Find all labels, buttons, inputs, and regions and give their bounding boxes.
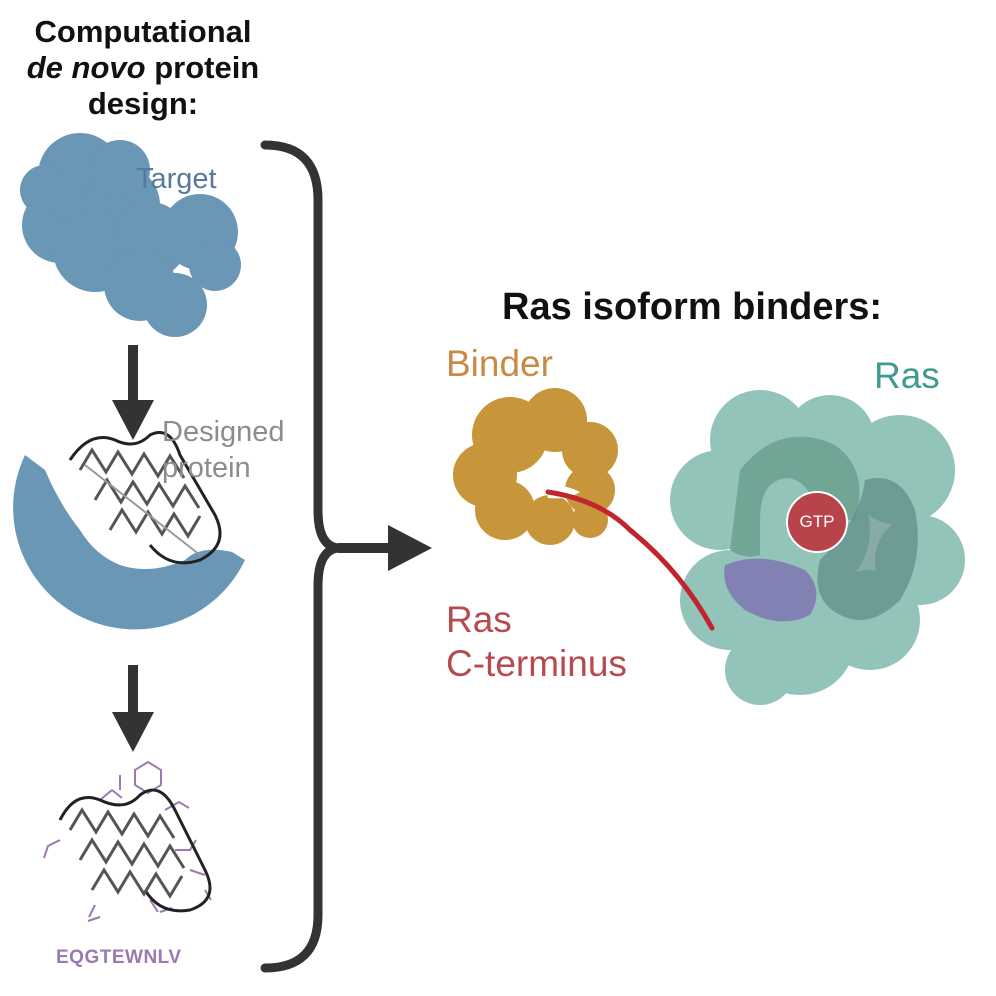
left-panel-title: Computational de novo protein design: bbox=[18, 14, 268, 122]
title-line-2-emphasis: de novo bbox=[26, 50, 146, 85]
target-label: Target bbox=[136, 163, 217, 195]
cterminus-line-1: Ras bbox=[446, 599, 512, 640]
title-line-3: design: bbox=[87, 86, 199, 121]
ras-cterminus-line bbox=[545, 489, 715, 631]
sequence-label: EQGTEWNLV bbox=[56, 947, 182, 968]
designed-protein-label: Designed protein bbox=[162, 414, 285, 486]
target-protein-shape bbox=[20, 133, 241, 337]
title-line-2-rest: protein bbox=[145, 50, 260, 85]
sequence-protein-model bbox=[43, 760, 212, 922]
cterminus-line-2: C-terminus bbox=[446, 643, 627, 684]
down-arrow-2 bbox=[112, 665, 154, 752]
binder-label: Binder bbox=[446, 343, 553, 384]
down-arrow-1 bbox=[112, 345, 154, 440]
curly-brace bbox=[260, 140, 341, 973]
target-bowl-shape bbox=[13, 455, 245, 630]
right-panel-title: Ras isoform binders: bbox=[502, 286, 883, 328]
ras-cterminus-label: Ras C-terminus bbox=[446, 598, 627, 686]
gtp-label: GTP bbox=[799, 512, 835, 531]
title-line-2: de novo protein bbox=[18, 50, 268, 86]
designed-label-line-2: protein bbox=[162, 452, 251, 484]
right-arrow bbox=[338, 525, 432, 571]
designed-label-line-1: Designed bbox=[162, 416, 285, 448]
designed-protein-helices bbox=[68, 431, 222, 565]
title-line-1: Computational bbox=[34, 14, 252, 49]
ras-protein-shape bbox=[670, 390, 965, 705]
binder-protein-shape bbox=[453, 388, 618, 545]
gtp-circle bbox=[786, 491, 848, 553]
ras-label: Ras bbox=[874, 355, 940, 396]
